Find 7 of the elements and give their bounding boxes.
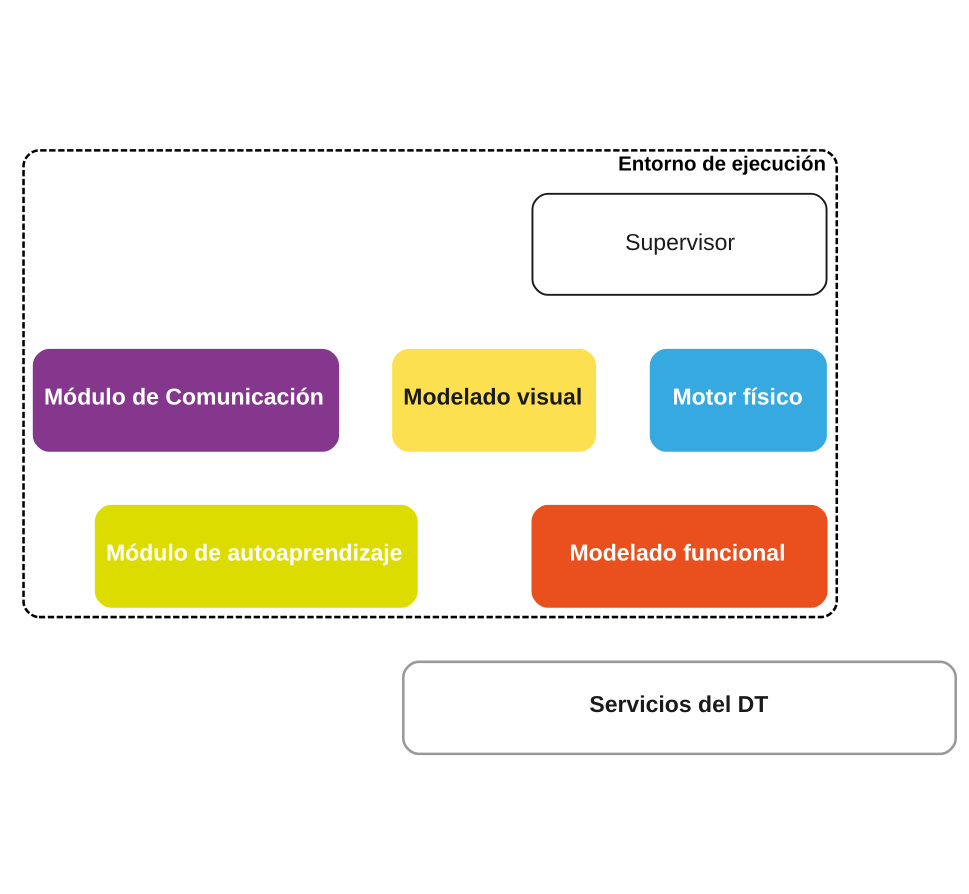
node-box: Supervisor (532, 192, 828, 296)
node-box: Modelado visual (392, 348, 596, 452)
node-box: Módulo de Comunicación (32, 348, 340, 452)
node-box: Modelado funcional (532, 504, 828, 608)
node-box: Motor físico (650, 348, 827, 452)
node-box: Servicios del DT (402, 660, 957, 756)
node-box: Módulo de autoaprendizaje (94, 504, 418, 608)
